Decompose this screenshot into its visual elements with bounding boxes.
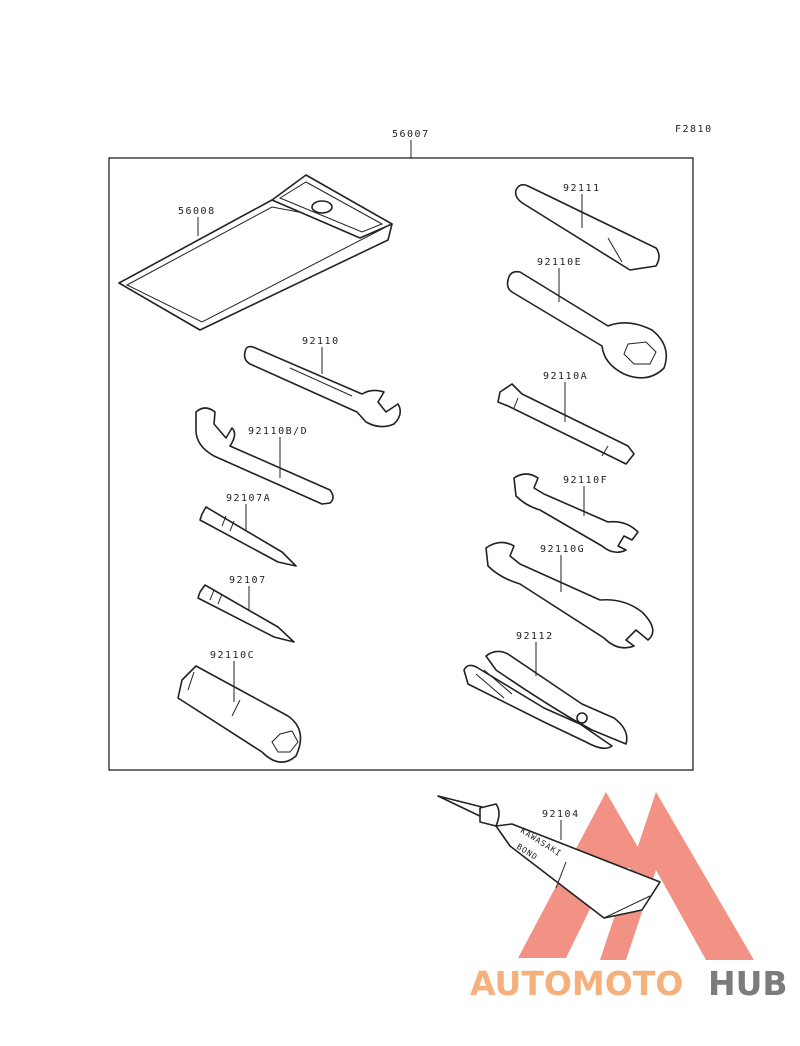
kit-label: 56007 <box>392 129 430 140</box>
watermark-triangle-right <box>600 792 754 960</box>
bond-tube-drawing <box>437 795 661 919</box>
part-label-92110a: 92110A <box>543 371 588 382</box>
spark-plug-wrench-drawing <box>177 665 302 763</box>
handle-bar-drawing <box>514 183 660 271</box>
watermark-text-automoto: AUTOMOTO <box>470 964 683 1003</box>
spanner-92110a-drawing <box>497 383 635 465</box>
tool-bag-drawing <box>118 174 393 331</box>
figure-code: F2810 <box>675 124 713 135</box>
part-label-92110g: 92110G <box>540 544 585 555</box>
part-label-92112: 92112 <box>516 631 554 642</box>
hook-wrench-drawing <box>195 407 334 505</box>
part-label-92107a: 92107A <box>226 493 271 504</box>
kit-frame <box>108 157 694 771</box>
part-label-92110: 92110 <box>302 336 340 347</box>
screwdriver-bit-92107a-drawing <box>199 506 297 567</box>
part-label-92110c: 92110C <box>210 650 255 661</box>
part-label-92110b-d: 92110B/D <box>248 426 308 437</box>
part-label-92107: 92107 <box>229 575 267 586</box>
part-label-92110f: 92110F <box>563 475 608 486</box>
pliers-drawing <box>463 650 628 750</box>
watermark-text-hub: HUB <box>708 964 788 1003</box>
part-label-56008: 56008 <box>178 206 216 217</box>
part-label-92104: 92104 <box>542 809 580 820</box>
part-label-92111: 92111 <box>563 183 601 194</box>
screwdriver-92107-drawing <box>197 584 295 643</box>
open-end-wrench-large-drawing <box>485 541 654 649</box>
part-label-92110e: 92110E <box>537 257 582 268</box>
open-end-wrench-small-drawing <box>513 473 639 554</box>
ring-wrench-drawing <box>506 270 668 379</box>
wrench-92110-drawing <box>243 345 402 428</box>
